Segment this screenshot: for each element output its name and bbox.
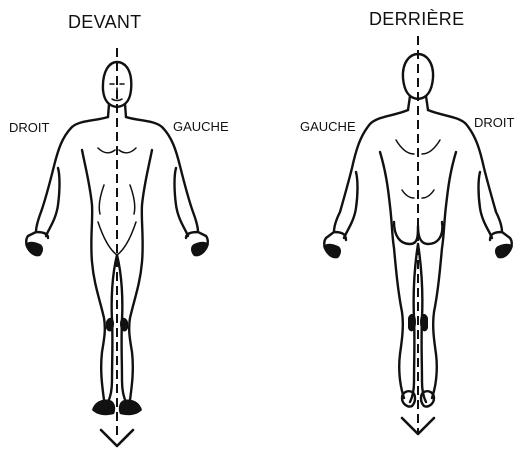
front-right-hand-mark xyxy=(25,242,43,257)
front-left-hand-mark xyxy=(191,242,209,257)
front-right-foot-mark xyxy=(92,399,115,415)
front-left-foot-mark xyxy=(119,399,142,415)
front-body-outline-right xyxy=(26,117,108,400)
front-body-outline-left xyxy=(126,117,208,400)
back-body-figure xyxy=(323,36,513,434)
back-left-hand-mark xyxy=(323,244,341,259)
front-body-figure xyxy=(25,48,209,446)
back-right-hand-mark xyxy=(495,244,513,259)
